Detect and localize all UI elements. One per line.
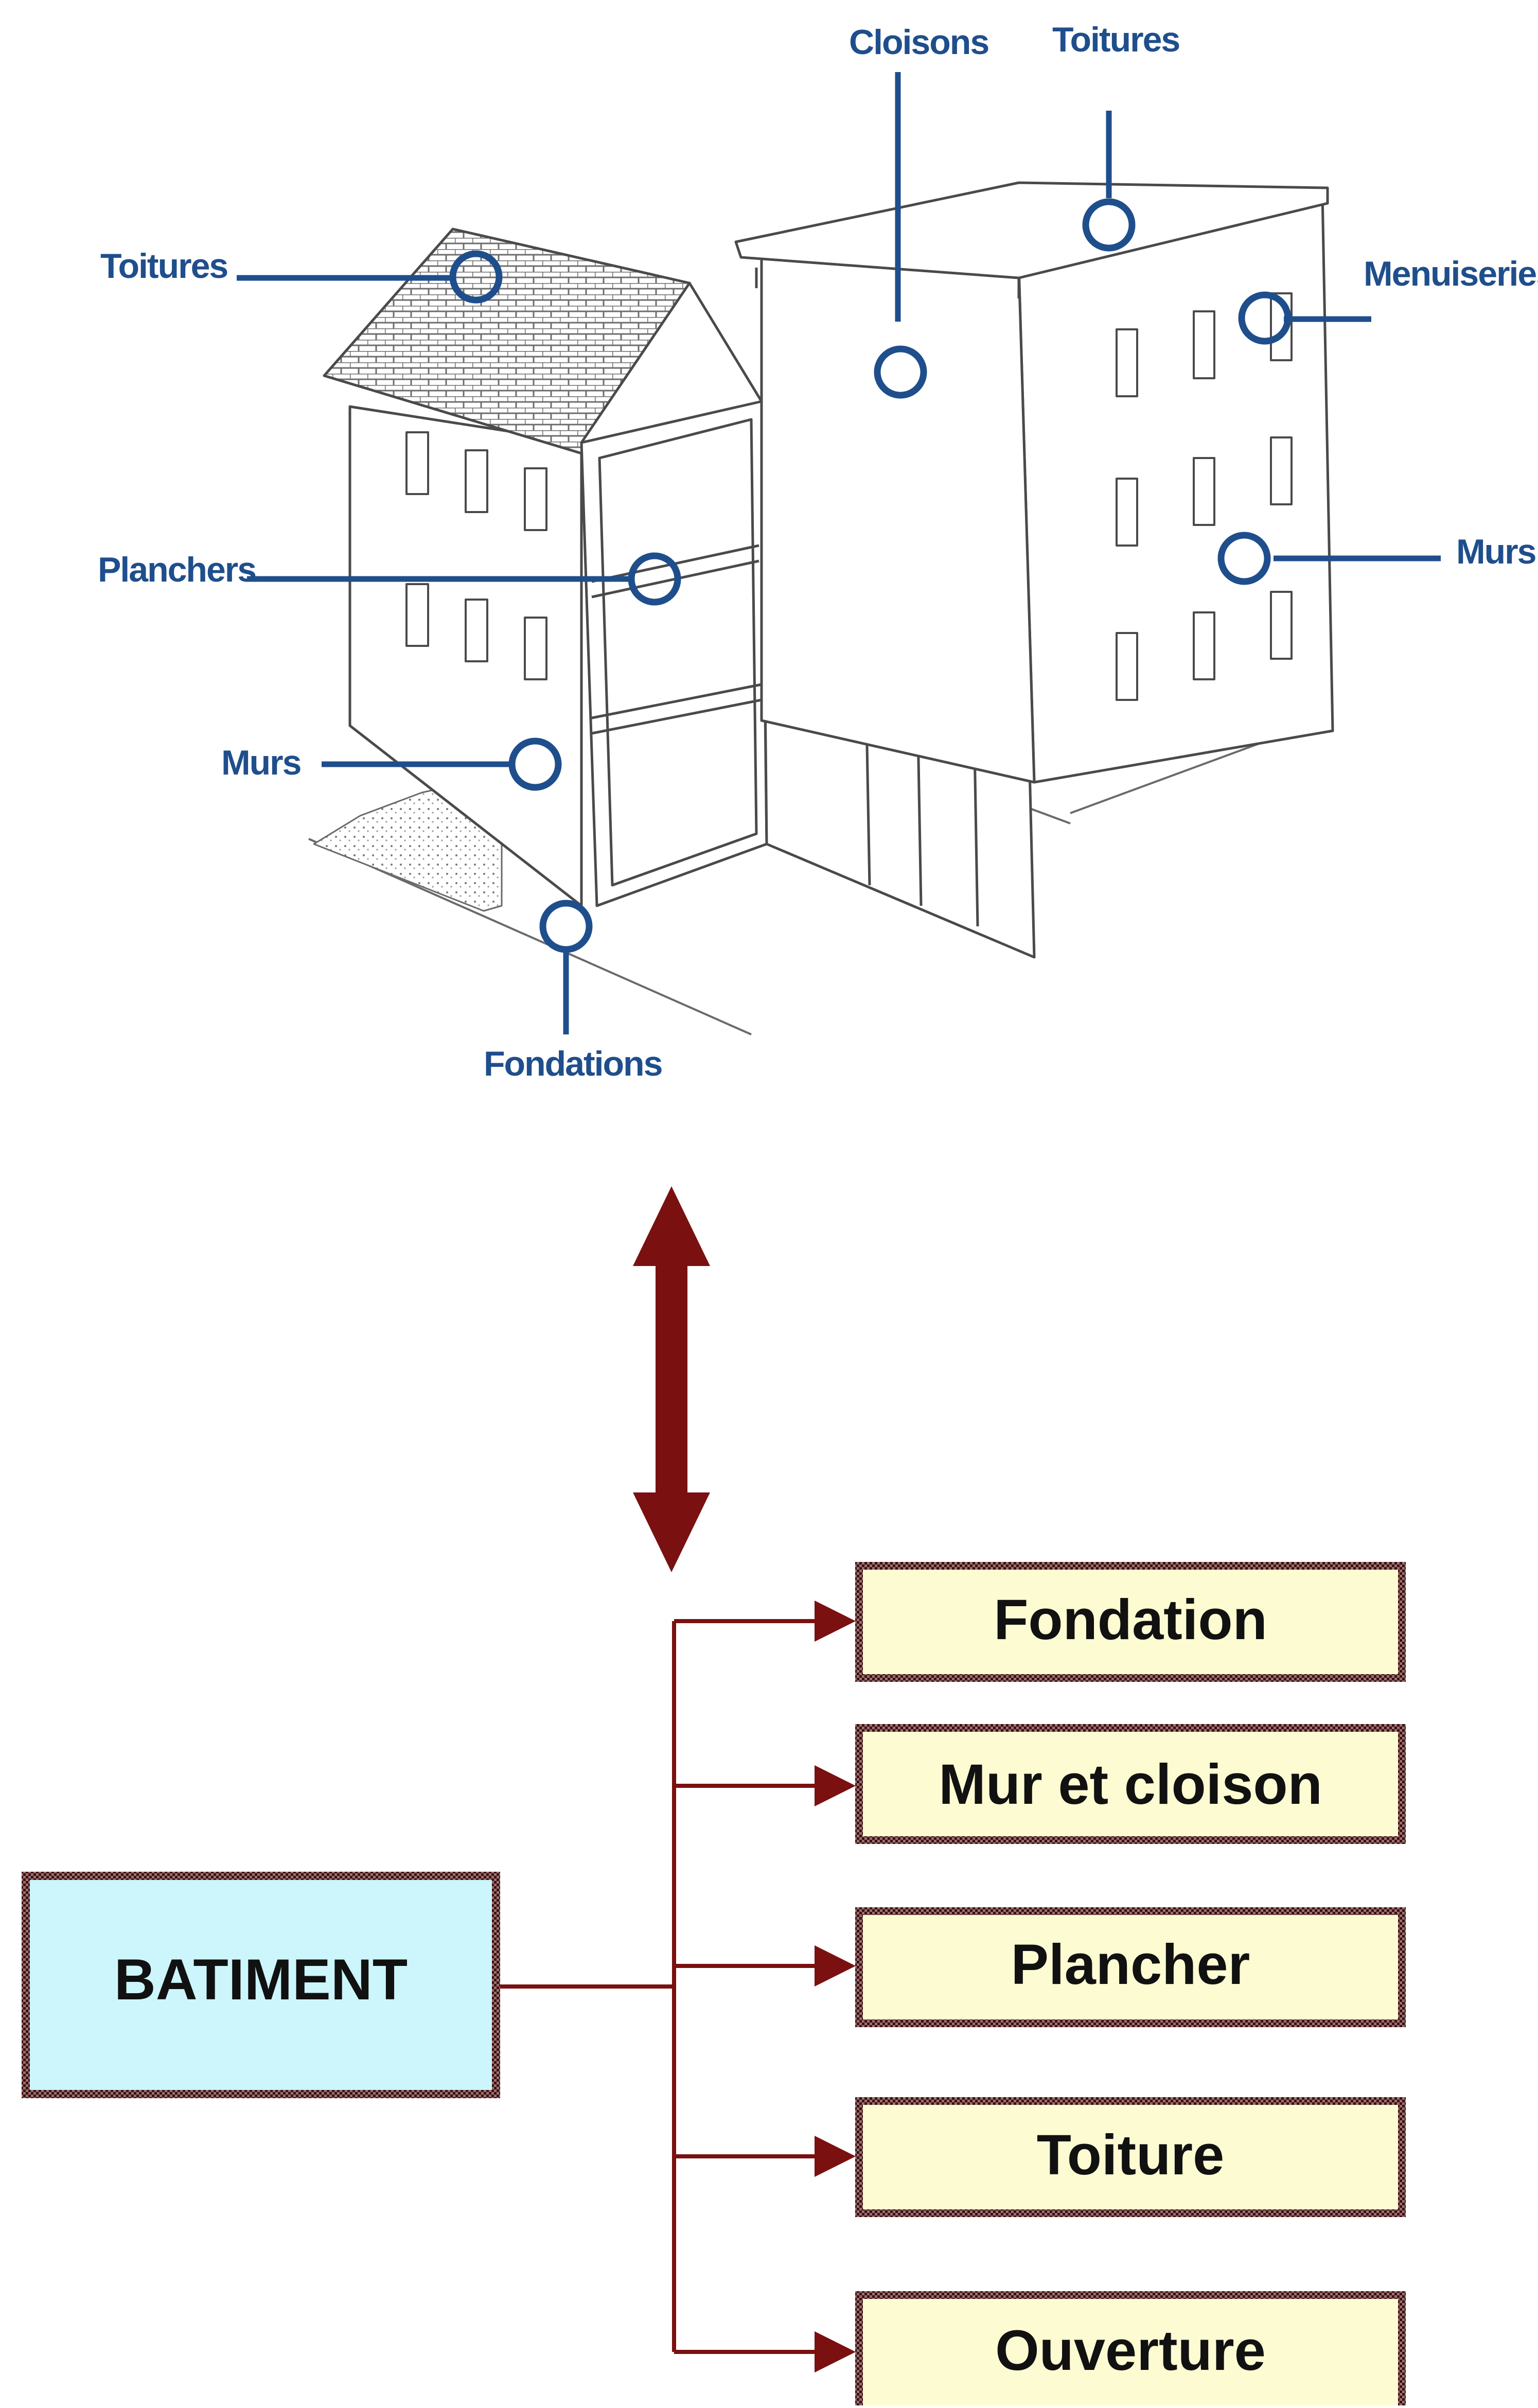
right-tower-windows — [1116, 292, 1293, 701]
left-house-windows — [405, 431, 547, 680]
marker-murs-left — [508, 737, 562, 791]
child-label-fondation: Fondation — [994, 1588, 1267, 1651]
child-node-ouverture: Ouverture — [855, 2291, 1406, 2405]
root-label: BATIMENT — [114, 1947, 408, 2012]
left-house-floor-2 — [591, 683, 762, 735]
left-house-section — [580, 400, 768, 907]
right-tower-side — [760, 256, 1036, 784]
right-tower-roof — [734, 181, 1329, 279]
right-tower-facade — [1017, 194, 1334, 784]
marker-toitures-top — [1082, 198, 1136, 252]
root-node: BATIMENT — [22, 1872, 500, 2098]
child-node-toiture: Toiture — [855, 2097, 1406, 2217]
right-tower-parapet — [755, 268, 1020, 298]
label-menuiseries: Menuiseries — [1364, 254, 1538, 293]
child-label-toiture: Toiture — [1037, 2123, 1225, 2187]
label-murs-left: Murs — [221, 743, 301, 782]
marker-planchers — [628, 552, 681, 606]
label-cloisons: Cloisons — [849, 23, 988, 62]
tree-connectors — [497, 1601, 856, 2372]
child-node-plancher: Plancher — [855, 1907, 1406, 2027]
child-label-ouverture: Ouverture — [995, 2319, 1266, 2382]
label-fondations: Fondations — [484, 1044, 662, 1083]
marker-murs-right — [1217, 532, 1271, 585]
label-murs-right: Murs — [1456, 532, 1536, 571]
building-illustration — [308, 181, 1334, 1035]
marker-menuiseries — [1238, 291, 1292, 345]
marker-toitures-left — [449, 250, 503, 304]
child-label-plancher: Plancher — [1011, 1933, 1250, 1996]
callout-markers — [449, 198, 1292, 953]
label-toitures-top: Toitures — [1052, 20, 1179, 59]
child-label-mur-et-cloison: Mur et cloison — [939, 1753, 1322, 1816]
marker-fondations — [539, 900, 593, 953]
callout-lines — [237, 72, 1441, 1034]
child-node-mur-et-cloison: Mur et cloison — [855, 1724, 1406, 1844]
marker-cloisons — [874, 345, 927, 399]
label-planchers: Planchers — [98, 550, 256, 589]
double-headed-arrow — [633, 1186, 710, 1572]
child-node-fondation: Fondation — [855, 1562, 1406, 1682]
label-toitures-left: Toitures — [100, 247, 227, 286]
left-house-section-inner — [598, 418, 758, 887]
